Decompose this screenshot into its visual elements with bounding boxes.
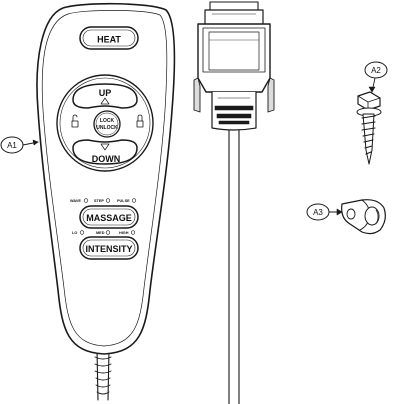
heat-button[interactable] <box>79 26 139 50</box>
hand-control-pendant: HEAT UP LOCK UNLOCK DOWN WAVE ST <box>36 2 176 401</box>
remote-body-outline <box>36 2 176 355</box>
indicator-wave-led <box>83 198 89 203</box>
callout-a1: A1 <box>0 136 39 154</box>
callout-a2-label: A2 <box>371 66 381 75</box>
callout-a3: A3 <box>306 203 343 221</box>
callout-a1-label: A1 <box>7 141 17 150</box>
down-arrow-icon <box>100 143 110 151</box>
callout-a2: A2 <box>364 61 388 93</box>
down-button[interactable] <box>72 139 138 165</box>
indicator-pulse-label: PULSE <box>117 199 130 203</box>
massage-label: MASSAGE <box>86 213 132 223</box>
massage-button[interactable] <box>79 205 139 229</box>
cable-clip-part <box>341 199 386 235</box>
massage-indicators: WAVE STEP PULSE <box>70 198 137 203</box>
unlock-label: UNLOCK <box>96 125 118 131</box>
indicator-med-led <box>105 230 111 235</box>
up-arrow-icon <box>100 97 110 105</box>
lock-unlock-button[interactable] <box>93 110 121 138</box>
down-label: DOWN <box>92 154 121 164</box>
unlocked-padlock-icon <box>71 114 79 128</box>
indicator-pulse-led <box>131 198 137 203</box>
indicator-step-led <box>105 198 111 203</box>
locked-padlock-icon <box>136 114 144 128</box>
indicator-lo-label: LO <box>72 231 77 235</box>
indicator-wave-label: WAVE <box>70 199 81 203</box>
cable-connector <box>193 1 275 404</box>
indicator-lo-led <box>79 230 85 235</box>
callout-a3-label: A3 <box>313 208 323 217</box>
indicator-step-label: STEP <box>94 199 104 203</box>
indicator-high-led <box>130 230 136 235</box>
up-button[interactable] <box>72 83 138 109</box>
intensity-label: INTENSITY <box>85 244 132 254</box>
indicator-med-label: MED <box>96 231 105 235</box>
intensity-indicators: LO MED HIGH <box>72 230 136 235</box>
up-label: UP <box>99 88 112 98</box>
indicator-high-label: HIGH <box>119 231 129 235</box>
heat-label: HEAT <box>97 35 121 45</box>
lock-label: LOCK <box>100 118 115 124</box>
screw-part <box>356 91 382 165</box>
intensity-button[interactable] <box>79 236 139 260</box>
